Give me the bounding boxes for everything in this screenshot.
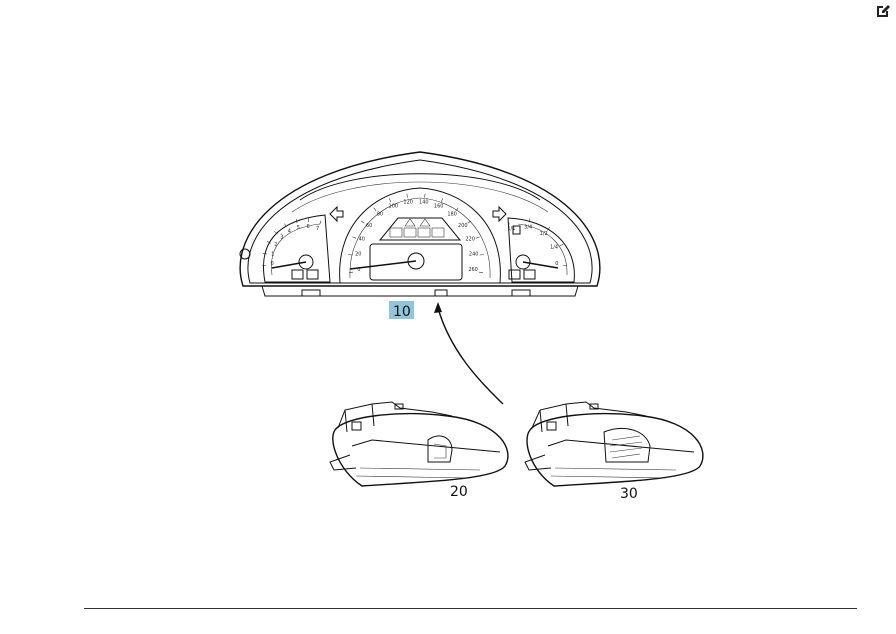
left-gauge-tick-label: 6 (307, 224, 310, 230)
speedometer-tick-label: 200 (458, 223, 468, 229)
left-gauge-tick-mark (262, 253, 267, 255)
speedometer-tick-label: 120 (403, 200, 413, 206)
left-gauge-tick-mark (319, 220, 322, 225)
left-gauge-tick-label: 0 (271, 261, 274, 267)
right-turn-indicator-icon (492, 205, 507, 223)
speedometer-tick-mark (406, 193, 408, 198)
speedometer-tick-label: 100 (389, 204, 399, 210)
callout-10-label: 10 (393, 304, 411, 320)
fuel-pump-icon (512, 225, 521, 235)
speedometer-tick-mark (440, 198, 443, 203)
speedometer-tick-mark (389, 198, 392, 203)
assembly-arrow (437, 307, 504, 405)
callout-10-highlight (389, 301, 414, 319)
speedometer-tick-label: 20 (355, 252, 361, 258)
speedometer-tick-label: 60 (366, 223, 372, 229)
speedometer-tick-label: 40 (359, 236, 365, 242)
left-turn-indicator-icon (329, 205, 344, 223)
left-gauge-tick-label: 4 (288, 228, 291, 234)
edit-icon[interactable] (874, 2, 892, 20)
speedometer-tick-mark (424, 193, 426, 198)
left-gauge-tick-label: 5 (297, 225, 300, 231)
left-gauge-tick-label: 7 (316, 226, 319, 232)
speedometer-tick-mark (348, 271, 354, 274)
footer-divider (84, 608, 857, 609)
left-gauge-tick-label: 2 (274, 242, 277, 248)
fuel-gauge-tick-label: 3/4 (524, 224, 532, 230)
speedometer-tick-label: 180 (447, 212, 457, 218)
speedometer-tick-mark (478, 271, 484, 274)
speedometer-tick-label: 140 (419, 200, 429, 206)
speedometer-tick-mark (352, 236, 357, 239)
fuel-gauge-tick-label: 1/2 (540, 231, 548, 237)
fuel-gauge-tick-mark (528, 218, 530, 223)
fuel-gauge-tick-mark (547, 226, 551, 231)
fuel-gauge-tick-mark (559, 244, 564, 247)
mounting-hole (239, 248, 251, 260)
speedometer-tick-label: 240 (469, 252, 479, 258)
left-gauge-tick-label: 3 (280, 234, 283, 240)
fuel-gauge: 0 1/4 1/2 3/4 1/1 (507, 217, 575, 283)
fuel-gauge-tick-label: 1/1 (507, 226, 515, 232)
speedometer-tick-mark (475, 236, 480, 239)
fuel-gauge-tick-label: 0 (555, 261, 558, 267)
fuel-gauge-tick-label: 1/4 (550, 244, 558, 250)
left-gauge-tick-mark (284, 223, 287, 228)
left-gauge-tick-mark (266, 241, 271, 244)
speedometer-tick-label: 80 (377, 212, 383, 218)
left-gauge-tick-label: 1 (271, 251, 274, 257)
speedometer-tick-label: 260 (468, 267, 478, 273)
callout-20-label: 20 (450, 484, 468, 500)
fuel-gauge-tick-mark (507, 220, 510, 225)
housing-20 (329, 401, 509, 487)
callout-30-label: 30 (620, 486, 638, 502)
speedometer-tick-mark (467, 220, 472, 224)
speedometer-tick-mark (455, 207, 459, 212)
housing-30 (524, 401, 704, 487)
speedometer-tick-mark (373, 207, 377, 212)
left-gauge-tick-mark (274, 231, 278, 235)
speedometer-tick-label: 0 (357, 267, 360, 273)
speedometer-tick-label: 220 (465, 236, 475, 242)
left-gauge-tick-mark (295, 219, 298, 224)
speedometer-tick-mark (360, 220, 365, 224)
speedometer-tick-label: 160 (434, 204, 444, 210)
